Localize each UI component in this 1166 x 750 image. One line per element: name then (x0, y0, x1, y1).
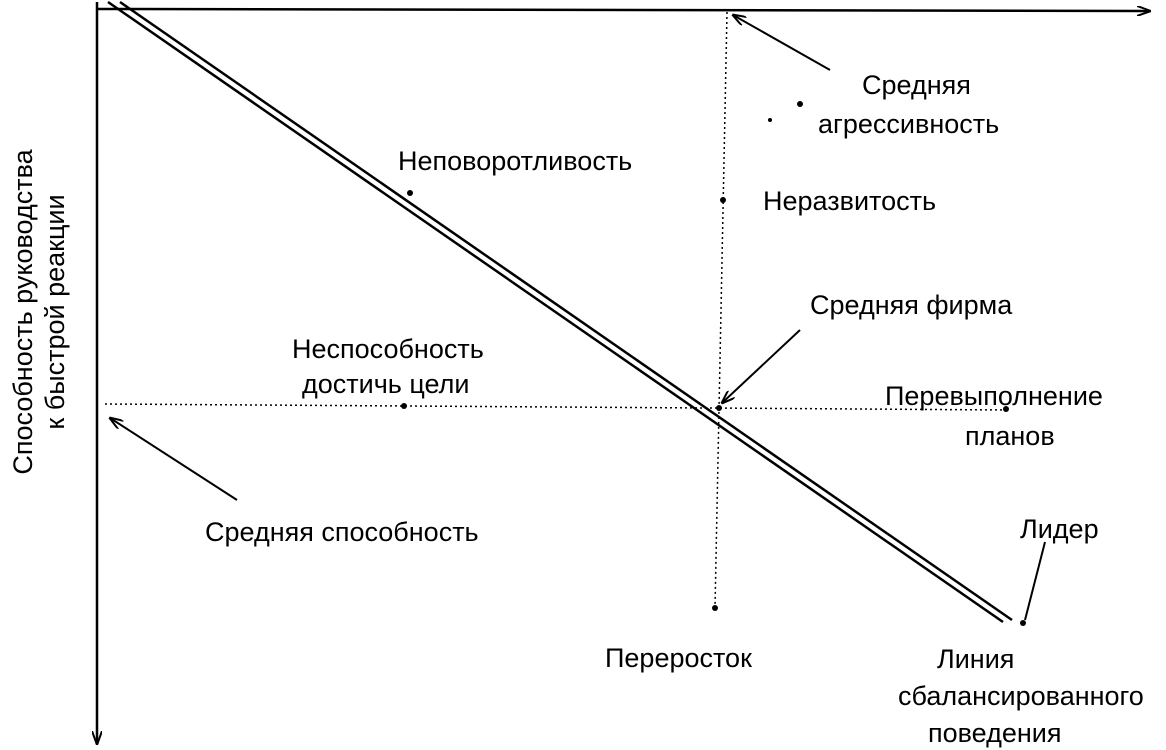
balance-line-b (119, 0, 1013, 622)
point-underdevelopment (720, 197, 726, 203)
arrow-avg-ability (110, 418, 238, 501)
label-avg-aggressiveness-1: Средняя (862, 70, 971, 100)
point-overgrown (712, 605, 718, 611)
label-balance-2: сбалансированного (898, 681, 1144, 711)
label-leader: Лидер (1020, 514, 1099, 544)
leader-pointer (1024, 541, 1046, 621)
label-inability-1: Неспособность (292, 334, 484, 364)
label-balance-1: Линия (937, 644, 1014, 674)
label-inability-2: достичь цели (302, 369, 469, 399)
point-aggressiveness-b (768, 118, 772, 122)
label-avg-ability: Средняя способность (205, 517, 479, 547)
balance-line-a (107, 0, 1004, 624)
label-overfulfillment-2: планов (965, 421, 1055, 451)
label-avg-firm: Средняя фирма (810, 290, 1013, 320)
y-axis-label-2: к быстрой реакции (40, 194, 70, 429)
point-leader (1020, 620, 1026, 626)
point-aggressiveness (797, 101, 803, 107)
point-avg-firm (716, 405, 722, 411)
label-overgrown: Переросток (605, 643, 752, 673)
label-avg-aggressiveness-2: агрессивность (818, 109, 999, 139)
y-axis-label-1: Способность руководства (8, 148, 38, 474)
label-clumsiness: Неповоротливость (398, 146, 632, 176)
arrow-avg-firm (722, 329, 801, 403)
label-balance-3: поведения (928, 718, 1061, 748)
point-inability (401, 403, 407, 409)
point-overfulfillment (1003, 406, 1009, 412)
point-clumsiness (407, 190, 413, 196)
avg-aggressiveness-line (714, 11, 728, 609)
points (401, 101, 1026, 626)
arrow-avg-aggressiveness (733, 15, 831, 71)
avg-ability-line (104, 403, 1011, 411)
x-axis (96, 9, 1150, 11)
label-underdevelopment: Неразвитость (763, 186, 936, 216)
label-overfulfillment-1: Перевыполнение (885, 381, 1103, 411)
